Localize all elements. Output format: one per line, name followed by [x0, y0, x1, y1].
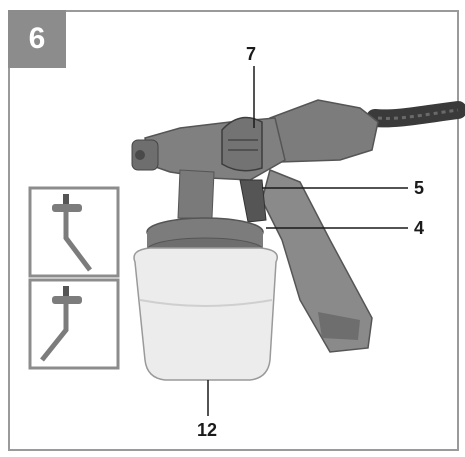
callout-12: 12 [197, 420, 218, 440]
callout-5: 5 [414, 178, 425, 198]
paint-container [133, 247, 278, 381]
flow-regulator [221, 116, 263, 172]
gun-front-body [144, 117, 286, 181]
callout-7: 7 [246, 44, 257, 64]
callout-4: 4 [414, 218, 425, 238]
suction-neck [177, 169, 215, 219]
trigger [239, 179, 267, 223]
gun-handle [261, 168, 373, 353]
gun-rear-body [269, 99, 379, 163]
step-number-badge: 6 [8, 10, 66, 68]
inset-tube-orientation [28, 186, 120, 370]
